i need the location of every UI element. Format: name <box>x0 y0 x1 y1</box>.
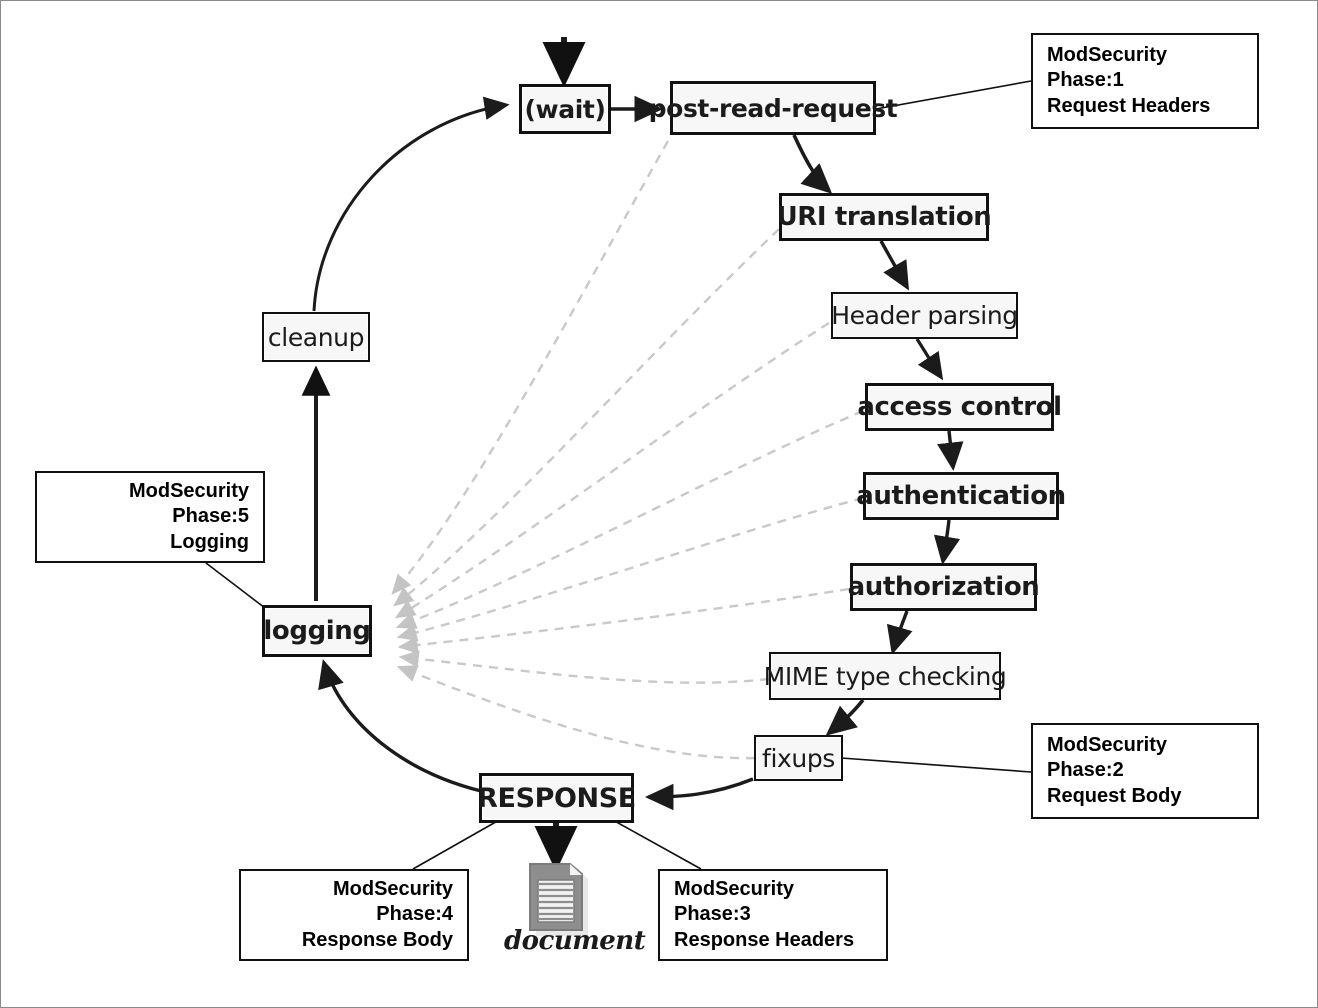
callout-phase-3-line1: ModSecurity Phase:3 <box>674 877 795 926</box>
callout-phase-5-line1: ModSecurity Phase:5 <box>128 479 249 528</box>
callout-phase-1: ModSecurity Phase:1 Request Headers <box>1031 33 1259 129</box>
callout-phase-2-line2: Request Body <box>1047 784 1182 807</box>
node-logging-label: logging <box>263 616 371 646</box>
arrow-authorization-to-mime-type-checking <box>886 610 913 655</box>
dashed-header-parsing-to-logging <box>394 321 830 619</box>
node-authentication-label: authentication <box>856 481 1066 511</box>
document-label: document <box>504 926 646 956</box>
node-fixups-label: fixups <box>762 743 835 773</box>
arrow-header-parsing-to-access-control <box>915 338 944 381</box>
node-mime-type-checking-label: MIME type checking <box>763 661 1007 691</box>
arrow-access-control-to-authentication <box>937 430 964 472</box>
node-logging[interactable]: logging <box>262 605 372 657</box>
dashed-mime-type-checking-to-logging <box>398 650 770 684</box>
leader-phase-3 <box>610 818 702 870</box>
callout-phase-3-line2: Response Headers <box>674 928 855 951</box>
node-authorization-label: authorization <box>847 572 1040 602</box>
dashed-uri-translation-to-logging <box>393 228 780 607</box>
arrow-fixups-to-response <box>644 777 754 811</box>
node-cleanup-label: cleanup <box>267 322 365 352</box>
dashed-post-read-request-to-logging <box>391 140 670 595</box>
callout-phase-5: ModSecurity Phase:5 Logging <box>35 471 265 563</box>
callout-phase-4: ModSecurity Phase:4 Response Body <box>239 869 469 961</box>
document-page-icon <box>526 862 592 938</box>
node-response-label: RESPONSE <box>477 782 636 814</box>
dashed-authorization-to-logging <box>397 587 850 654</box>
node-mime-type-checking[interactable]: MIME type checking <box>764 652 1007 700</box>
dashed-access-control-to-logging <box>395 409 864 629</box>
dashed-fixups-to-logging <box>396 665 756 760</box>
leader-phase-5 <box>205 562 270 612</box>
node-wait-label: (wait) <box>524 94 606 124</box>
node-fixups[interactable]: fixups <box>754 735 843 781</box>
callout-phase-5-line2: Logging <box>170 530 249 553</box>
callout-phase-2-line1: ModSecurity Phase:2 <box>1047 733 1168 782</box>
callout-phase-2: ModSecurity Phase:2 Request Body <box>1031 723 1259 819</box>
node-response[interactable]: RESPONSE <box>477 773 636 823</box>
dashed-authentication-to-logging <box>396 496 864 642</box>
callout-phase-1-line2: Request Headers <box>1047 94 1211 117</box>
arrow-authentication-to-authorization <box>933 519 961 566</box>
node-access-control[interactable]: access control <box>857 383 1062 431</box>
arrow-uri-translation-to-header-parsing <box>879 240 910 291</box>
leader-phase-2 <box>840 757 1032 773</box>
callout-phase-4-line2: Response Body <box>301 928 453 951</box>
node-authentication[interactable]: authentication <box>856 472 1066 520</box>
node-post-read-request[interactable]: post-read-request <box>649 81 898 135</box>
arrow-post-read-request-to-uri-translation <box>792 134 833 194</box>
node-header-parsing[interactable]: Header parsing <box>831 292 1018 339</box>
arrow-cleanup-to-wait <box>312 96 510 312</box>
node-header-parsing-label: Header parsing <box>831 301 1018 330</box>
node-uri-translation-label: URI translation <box>776 202 992 232</box>
callout-phase-1-line1: ModSecurity Phase:1 <box>1047 43 1168 92</box>
node-uri-translation[interactable]: URI translation <box>776 193 992 241</box>
node-wait[interactable]: (wait) <box>519 84 611 134</box>
node-cleanup[interactable]: cleanup <box>262 312 370 362</box>
callout-phase-4-line1: ModSecurity Phase:4 <box>332 877 453 926</box>
callout-phase-3: ModSecurity Phase:3 Response Headers <box>658 869 888 961</box>
node-authorization[interactable]: authorization <box>847 563 1040 611</box>
leader-phase-4 <box>412 818 502 870</box>
node-post-read-request-label: post-read-request <box>648 93 898 123</box>
node-access-control-label: access control <box>857 392 1062 422</box>
arrow-mime-type-checking-to-fixups <box>825 698 865 736</box>
leader-phase-1 <box>875 80 1032 110</box>
arrow-response-to-logging <box>318 659 482 793</box>
solid-flow-connectors <box>301 37 964 872</box>
